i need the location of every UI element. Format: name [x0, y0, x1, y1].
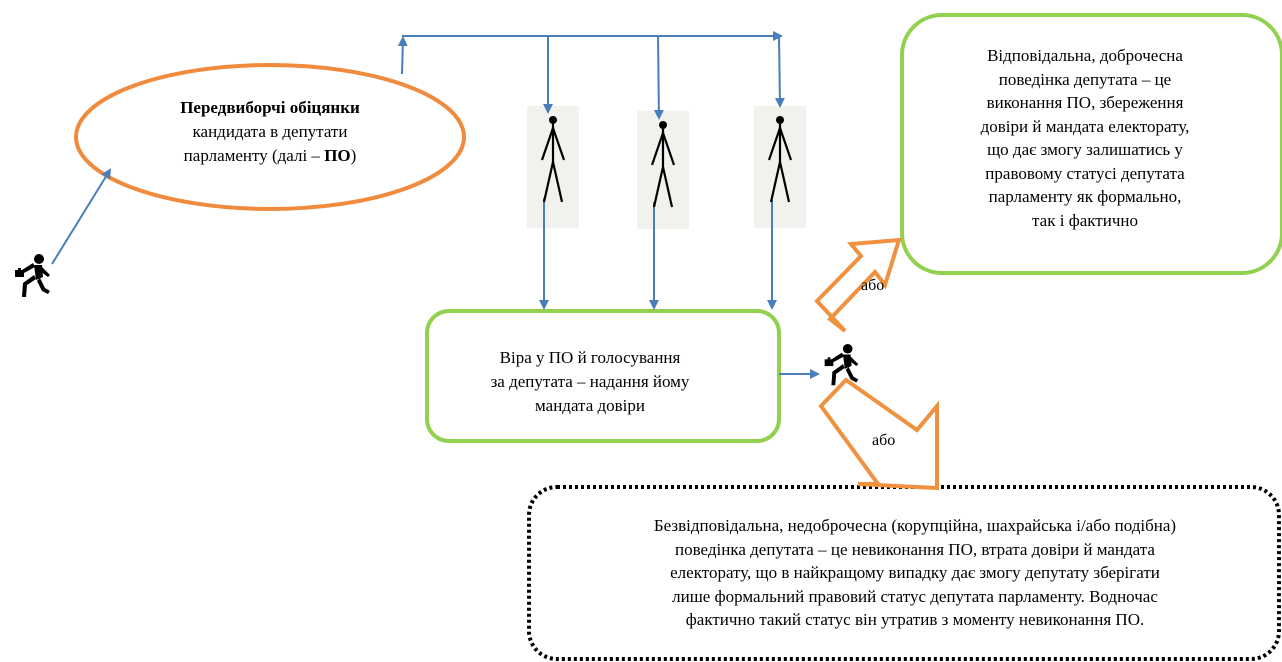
voter-figure-icon — [650, 119, 676, 209]
running-man-icon — [15, 254, 50, 297]
arrow-label-or-top: або — [861, 277, 885, 294]
voter-figure-icon — [540, 114, 566, 204]
oval-line-2: кандидата в депутати — [192, 122, 348, 141]
promises-oval-text: Передвиборчі обіцянки кандидата в депута… — [120, 96, 420, 168]
irresponsible-behavior-box — [527, 485, 1281, 661]
arrow-runner-to-oval — [51, 168, 112, 265]
irresponsible-behavior-text: Безвідповідальна, недоброчесна (корупцій… — [653, 516, 1177, 629]
promises-oval — [74, 63, 466, 211]
voting-trust-box — [425, 309, 781, 443]
oval-line-3: парламенту (далі – ПО) — [183, 146, 357, 165]
running-man-icon — [824, 343, 859, 386]
voting-trust-text: Віра у ПО й голосування за депутата – на… — [490, 348, 690, 415]
arrow-down-voter-3 — [774, 35, 785, 108]
arrow-down-voter-2 — [653, 35, 664, 120]
arrow-oval-up — [397, 36, 408, 75]
arrow-label-or-bottom: або — [872, 432, 896, 449]
responsible-behavior-box — [900, 13, 1282, 275]
voter-figure-icon — [767, 114, 793, 204]
big-arrow-up — [814, 237, 902, 333]
responsible-behavior-text: Відповідальна, доброчесна поведінка депу… — [980, 46, 1190, 230]
oval-title: Передвиборчі обіцянки — [180, 98, 360, 117]
big-arrow-down — [818, 377, 939, 491]
